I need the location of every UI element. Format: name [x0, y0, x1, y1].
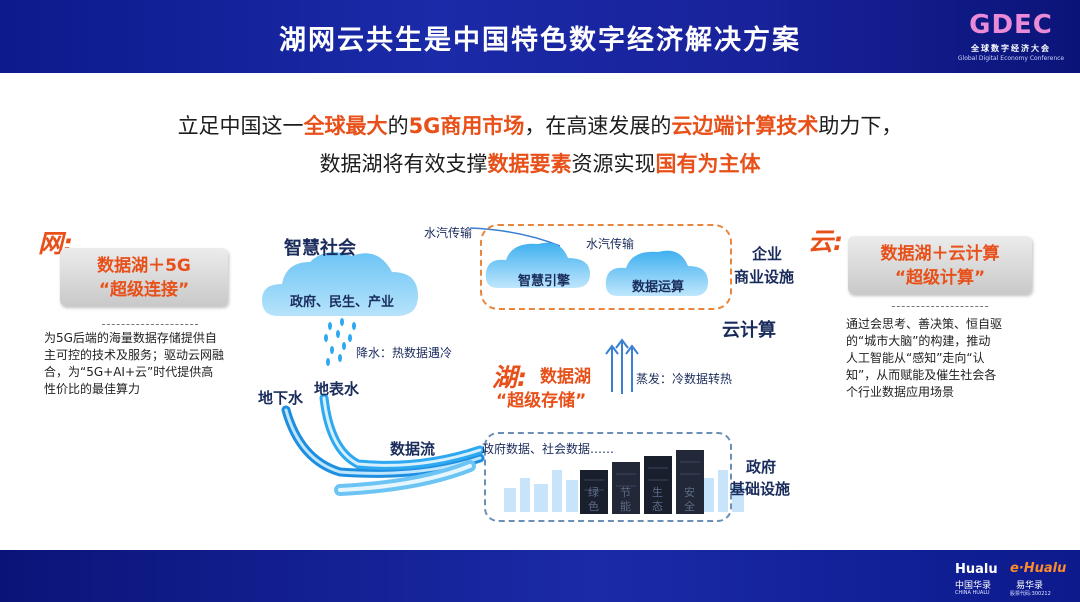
- gdec-cn-name: 全球数字经济大会: [971, 44, 1051, 53]
- enterprise-label: 企业: [752, 245, 783, 263]
- gdec-logo-block: GDEC 全球数字经济大会 Global Digital Economy Con…: [955, 10, 1067, 70]
- server-racks-icon: [580, 450, 704, 514]
- data-flow-label: 数据流: [390, 440, 436, 458]
- headline-text: 资源实现: [571, 152, 656, 176]
- cloud-compute-label: 云计算: [722, 320, 776, 341]
- lake-subtitle: “超级存储”: [496, 391, 587, 411]
- server-label-2: 节 能: [620, 486, 631, 513]
- city-skyline-icon: [504, 470, 744, 512]
- headline-text: 数据湖将有效支撑: [319, 152, 488, 176]
- ehualu-stock-code: 股票代码:300212: [1010, 591, 1051, 597]
- headline-text: 助力下，: [818, 114, 903, 138]
- vapor-arrow-icon: [469, 227, 561, 247]
- groundwater-label: 地下水: [258, 389, 304, 407]
- lake-title: 数据湖: [540, 367, 591, 387]
- headline-emphasis: 5G商用市场: [408, 114, 525, 138]
- evaporation-label: 蒸发：冷数据转热: [636, 372, 733, 386]
- cloud-divider: [892, 306, 988, 307]
- cloud-box: 数据湖＋云计算 “超级计算”: [848, 236, 1032, 294]
- net-description: 为5G后端的海量数据存储提供自 主可控的技术及服务；驱动云网融 合，为“5G+A…: [44, 331, 225, 396]
- cloud-box-line1: 数据湖＋云计算: [880, 244, 1000, 264]
- cloud-description: 通过会思考、善决策、恒自驱 的“城市大脑”的构建，推动 人工智能从“感知”走向“…: [846, 317, 1003, 399]
- vapor-inner-label: 水汽传输: [586, 237, 635, 251]
- cloud-label: 云:: [808, 227, 843, 256]
- rain-icon: [324, 318, 356, 366]
- cloud-compute-box: [480, 224, 732, 310]
- hualu-logo: Hualu: [955, 562, 998, 577]
- hualu-cn-name: 中国华录: [955, 581, 992, 591]
- society-cloud-text: 政府、民生、产业: [290, 295, 395, 310]
- headline-text: 立足中国这一: [177, 114, 304, 138]
- water-stream-icon: [281, 393, 485, 496]
- header-bar: [0, 0, 1080, 73]
- headline-line2: 数据湖将有效支撑数据要素资源实现国有为主体: [0, 148, 1080, 178]
- headline-text: 的: [387, 114, 409, 138]
- ehualu-cn-name: 易华录: [1016, 581, 1044, 591]
- smart-engine-label: 智慧引擎: [518, 274, 571, 289]
- net-box-line1: 数据湖＋5G: [97, 256, 191, 276]
- headline-emphasis: 国有为主体: [655, 152, 761, 176]
- compute-cloud-icon: [485, 242, 708, 296]
- headline-emphasis: 云边端计算技术: [671, 114, 819, 138]
- gov-label: 政府: [746, 458, 777, 476]
- data-ops-label: 数据运算: [632, 280, 685, 295]
- gov-data-label: 政府数据、社会数据……: [482, 442, 615, 456]
- net-divider: [102, 324, 198, 325]
- footer-bar: [0, 550, 1080, 602]
- headline-emphasis: 全球最大: [303, 114, 388, 138]
- ehualu-logo: e·Hualu: [1010, 561, 1067, 576]
- server-label-3: 生 态: [652, 486, 663, 513]
- net-box: 数据湖＋5G “超级连接”: [60, 248, 228, 306]
- page-title: 湖网云共生是中国特色数字经济解决方案: [279, 25, 801, 56]
- rain-label: 降水：热数据遇冷: [356, 346, 453, 360]
- hualu-en-name: CHINA HUALU: [955, 590, 990, 596]
- gdec-logo: GDEC: [969, 10, 1053, 40]
- commercial-facilities-label: 商业设施: [734, 268, 795, 286]
- headline-line1: 立足中国这一全球最大的5G商用市场，在高速发展的云边端计算技术助力下，: [0, 110, 1080, 140]
- cloud-box-line2: “超级计算”: [894, 268, 986, 288]
- surface-water-label: 地表水: [314, 380, 360, 398]
- server-label-1: 绿 色: [588, 486, 599, 513]
- headline-emphasis: 数据要素: [487, 152, 572, 176]
- lake-label: 湖:: [492, 363, 527, 392]
- gov-infra-label: 基础设施: [730, 480, 791, 498]
- gov-data-box: [484, 432, 732, 522]
- vapor-outer-label: 水汽传输: [424, 226, 473, 240]
- server-label-4: 安 全: [684, 486, 695, 513]
- headline-text: ，在高速发展的: [524, 114, 672, 138]
- society-cloud-icon: [262, 252, 418, 316]
- gdec-en-name: Global Digital Economy Conference: [957, 55, 1065, 62]
- smart-society-label: 智慧社会: [284, 238, 356, 259]
- evaporation-arrows-icon: [605, 338, 639, 394]
- net-box-line2: “超级连接”: [98, 280, 190, 300]
